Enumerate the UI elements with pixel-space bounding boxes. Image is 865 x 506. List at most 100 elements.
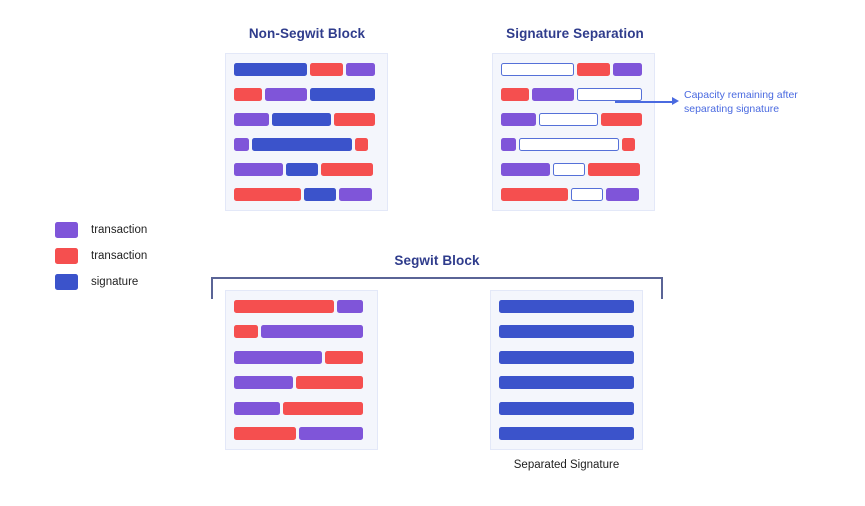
block-row — [499, 300, 634, 313]
block-cell-blue — [499, 426, 634, 440]
block-cell-spacer — [366, 325, 369, 338]
block-cell-red — [588, 163, 641, 176]
block-cell-blue — [286, 163, 319, 176]
block-cell-purple — [345, 63, 375, 76]
block-cell-purple — [234, 163, 284, 176]
block-cell-red — [501, 188, 568, 201]
block-cell-blue — [499, 300, 634, 313]
block-cell-spacer — [645, 113, 646, 126]
block-cell-blue — [271, 113, 332, 126]
block-cell-spacer — [366, 427, 369, 440]
block-row — [499, 401, 634, 415]
block-row — [499, 325, 634, 339]
non-segwit-block — [225, 53, 388, 211]
block-cell-spacer — [366, 351, 369, 364]
block-cell-spacer — [645, 88, 646, 101]
block-cell-spacer — [375, 188, 379, 201]
block-row — [234, 88, 379, 101]
legend-label-transaction-purple: transaction — [91, 223, 148, 236]
block-cell-spacer — [366, 300, 369, 313]
signature-separation-block — [492, 53, 655, 211]
block-cell-blue — [499, 376, 634, 390]
block-cell-purple — [234, 350, 322, 364]
segwit-block-title: Segwit Block — [394, 253, 480, 268]
block-cell-purple — [234, 113, 269, 126]
block-cell-spacer — [376, 163, 379, 176]
legend-label-signature-blue: signature — [91, 275, 139, 288]
block-cell-red — [576, 63, 610, 76]
block-cell-red — [354, 138, 368, 151]
block-cell-purple — [612, 63, 642, 76]
non-segwit-block-title: Non-Segwit Block — [248, 26, 366, 41]
block-cell-red — [234, 188, 301, 201]
block-cell-purple — [336, 300, 363, 313]
block-cell-spacer — [643, 163, 646, 176]
block-row — [234, 113, 379, 126]
block-cell-purple — [501, 138, 516, 151]
block-row — [234, 325, 369, 339]
block-row — [501, 63, 646, 76]
block-cell-red — [234, 325, 259, 339]
block-row — [234, 63, 379, 76]
block-cell-purple — [338, 188, 372, 201]
block-cell-purple — [234, 401, 280, 415]
block-cell-red — [296, 376, 363, 390]
block-cell-spacer — [378, 88, 379, 101]
block-cell-purple — [264, 88, 307, 101]
block-cell-purple — [501, 113, 536, 126]
block-cell-blue — [499, 325, 634, 339]
block-cell-red — [334, 113, 375, 126]
block-cell-purple — [234, 376, 294, 390]
block-cell-red — [601, 113, 642, 126]
block-cell-red — [309, 63, 343, 76]
legend-swatch-red-icon — [55, 247, 78, 264]
block-cell-purple — [531, 88, 574, 101]
separated-signature-caption: Separated Signature — [513, 459, 620, 471]
segwit-transactions-block — [225, 290, 378, 450]
block-cell-red — [321, 163, 374, 176]
legend-label-transaction-red: transaction — [91, 249, 148, 262]
legend-item-signature-blue: signature — [55, 273, 147, 290]
block-row — [501, 88, 646, 101]
block-row — [234, 401, 369, 415]
separated-signature-block — [490, 290, 643, 450]
block-cell-red — [234, 426, 297, 440]
block-cell-spacer — [371, 138, 379, 151]
block-cell-purple — [605, 188, 639, 201]
block-cell-spacer — [645, 63, 646, 76]
block-row — [501, 138, 646, 151]
block-cell-spacer — [378, 63, 379, 76]
block-cell-empty — [501, 63, 574, 76]
block-cell-red — [234, 88, 262, 101]
signature-separation-title: Signature Separation — [506, 26, 644, 41]
block-cell-blue — [251, 138, 352, 151]
block-row — [499, 376, 634, 390]
block-cell-empty — [553, 163, 586, 176]
legend: transaction transaction signature — [55, 221, 147, 299]
block-row — [234, 300, 369, 313]
segwit-grouping-bracket — [211, 277, 663, 299]
block-row — [234, 138, 379, 151]
block-row — [234, 163, 379, 176]
block-row — [501, 163, 646, 176]
block-row — [234, 188, 379, 201]
block-cell-purple — [501, 163, 551, 176]
block-cell-spacer — [366, 376, 369, 389]
legend-swatch-purple-icon — [55, 221, 78, 238]
block-cell-purple — [234, 138, 249, 151]
block-cell-purple — [261, 325, 363, 339]
block-row — [499, 350, 634, 364]
block-cell-empty — [570, 188, 603, 201]
block-cell-red — [282, 401, 363, 415]
block-cell-red — [621, 138, 635, 151]
block-cell-red — [324, 350, 363, 364]
legend-item-transaction-purple: transaction — [55, 221, 147, 238]
block-row — [234, 426, 369, 440]
block-cell-empty — [538, 113, 599, 126]
block-cell-blue — [303, 188, 336, 201]
block-cell-spacer — [366, 402, 369, 415]
block-row — [234, 350, 369, 364]
block-cell-blue — [499, 350, 634, 364]
block-cell-empty — [576, 88, 642, 101]
